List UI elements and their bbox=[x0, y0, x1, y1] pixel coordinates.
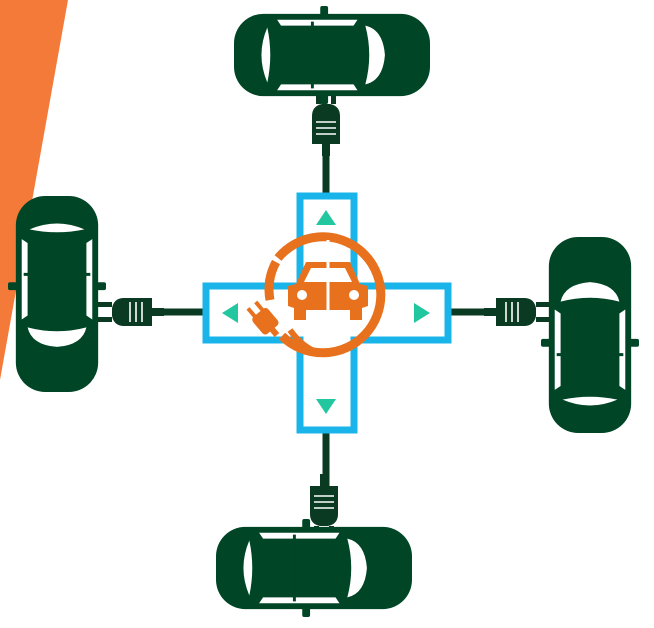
car-icon-right bbox=[541, 237, 639, 433]
car-icon-bottom bbox=[216, 519, 412, 617]
car-icon-left bbox=[8, 196, 106, 392]
car-icon-top bbox=[234, 6, 430, 104]
plug-icon bbox=[484, 298, 550, 326]
plug-icon bbox=[98, 298, 164, 326]
